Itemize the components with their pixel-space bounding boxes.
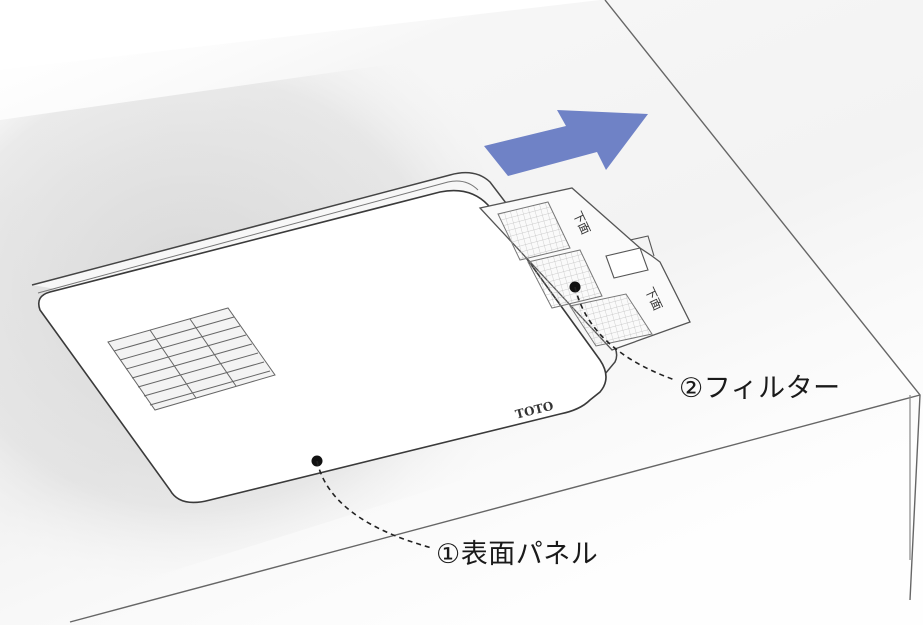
filter-frame: 下面 下面 (478, 187, 691, 351)
arrow-right-icon (484, 110, 648, 176)
surface-panel-label: ①表面パネル (436, 539, 599, 570)
surface-panel (37, 189, 607, 504)
panel-grille (107, 307, 276, 411)
ceiling-bottom-edge (69, 394, 921, 623)
leader-filter (569, 281, 676, 381)
leader-panel (311, 455, 433, 549)
filter-label: ②フィルター (679, 373, 841, 404)
